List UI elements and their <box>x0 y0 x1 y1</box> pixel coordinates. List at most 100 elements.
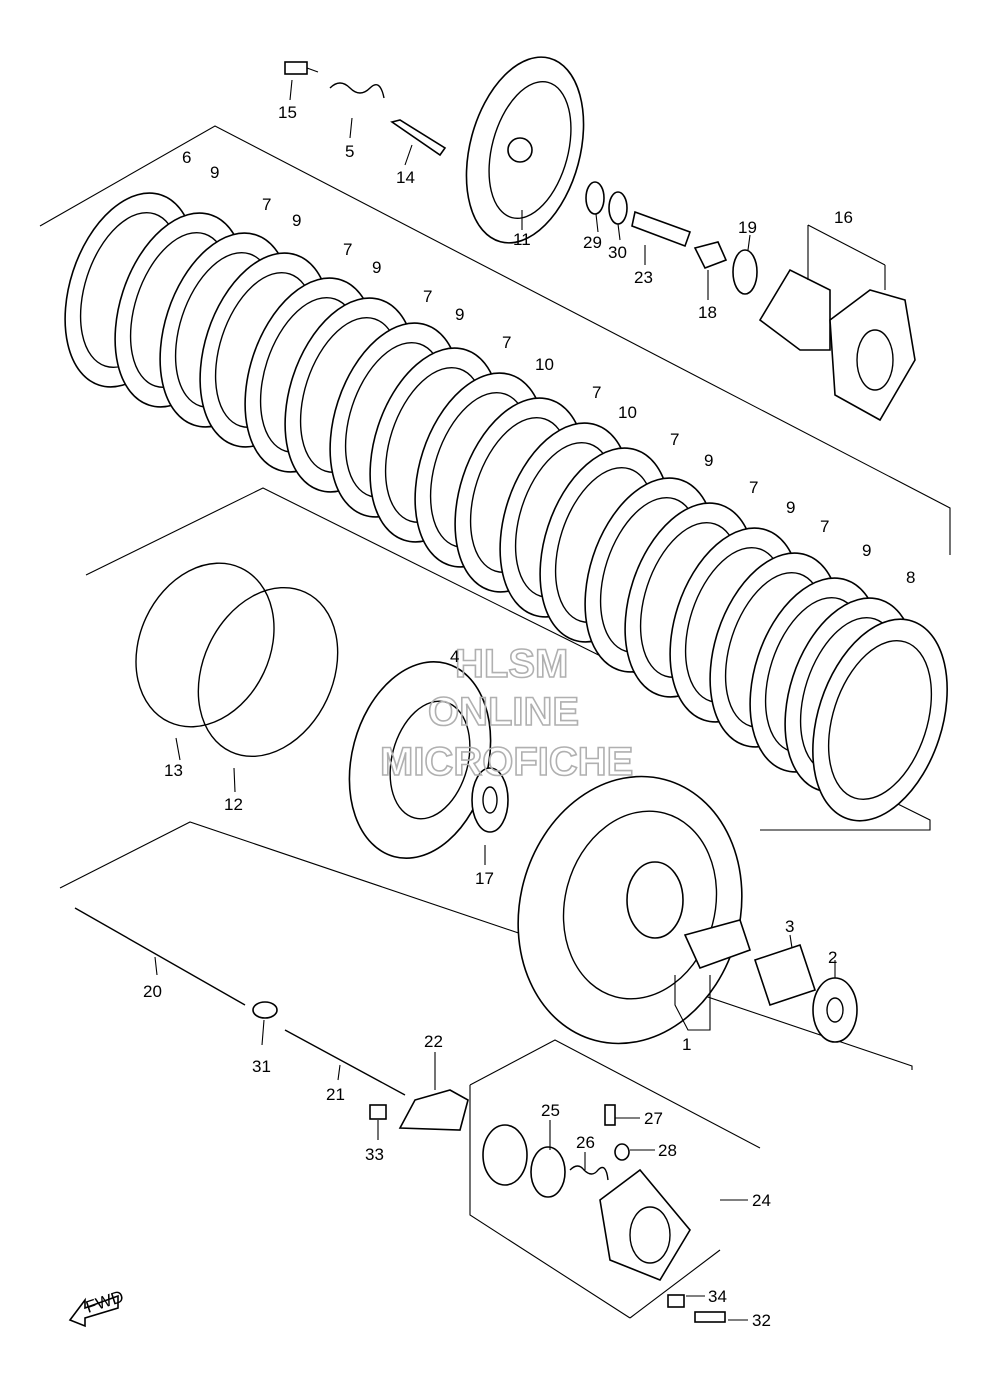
ring-12 <box>197 586 339 758</box>
sleeve-hub-inner <box>389 700 471 820</box>
label-16: 16 <box>834 208 853 227</box>
washer-17 <box>471 767 509 833</box>
shaft-23 <box>631 210 692 248</box>
label-7-e: 7 <box>592 383 601 402</box>
watermark-line1: HLSM <box>455 642 568 686</box>
needle-bearing-3 <box>753 943 817 1007</box>
label-6: 6 <box>182 148 191 167</box>
label-19: 19 <box>738 218 757 237</box>
bolt-33 <box>369 1104 387 1120</box>
release-group-frame <box>469 1039 761 1149</box>
label-29: 29 <box>583 233 602 252</box>
label-9-g: 9 <box>862 541 871 560</box>
bleeder-27 <box>604 1104 616 1126</box>
label-33: 33 <box>365 1145 384 1164</box>
bolt-15-shank <box>306 67 319 73</box>
label-26: 26 <box>576 1133 595 1152</box>
callout-labels: 15 5 14 6 9 7 9 7 9 7 9 7 10 7 10 7 9 7 … <box>143 103 915 1330</box>
label-21: 21 <box>326 1085 345 1104</box>
label-7-d: 7 <box>502 333 511 352</box>
label-23: 23 <box>634 268 653 287</box>
label-22: 22 <box>424 1032 443 1051</box>
label-34: 34 <box>708 1287 727 1306</box>
label-9-a: 9 <box>210 163 219 182</box>
hub-group-frame <box>59 821 913 1070</box>
label-8: 8 <box>906 568 915 587</box>
push-rod-20 <box>74 907 246 1006</box>
label-20: 20 <box>143 982 162 1001</box>
damper-assembly <box>758 268 916 422</box>
leader-lines <box>154 79 886 1321</box>
pin-34 <box>667 1294 685 1308</box>
label-7-c: 7 <box>423 287 432 306</box>
bolt-15-head <box>284 61 308 75</box>
label-9-e: 9 <box>704 451 713 470</box>
pressure-plate-boss <box>507 137 533 163</box>
cap-28 <box>614 1143 630 1161</box>
label-17: 17 <box>475 869 494 888</box>
plate-8 <box>812 618 948 822</box>
label-13: 13 <box>164 761 183 780</box>
plate-group-frame <box>39 125 951 555</box>
thrust-washer-2 <box>812 977 858 1043</box>
push-rod-21 <box>284 1029 406 1096</box>
bearing-release <box>482 1124 528 1186</box>
nut-18 <box>693 241 728 270</box>
label-7-f: 7 <box>670 430 679 449</box>
top-small-parts <box>284 61 758 295</box>
label-5: 5 <box>345 142 354 161</box>
label-18: 18 <box>698 303 717 322</box>
label-32: 32 <box>752 1311 771 1330</box>
primary-driven-gear <box>517 775 752 1045</box>
label-10-b: 10 <box>618 403 637 422</box>
forward-arrow: FWD <box>68 1287 126 1328</box>
release-cylinder-bore <box>629 1206 671 1264</box>
label-9-d: 9 <box>455 305 464 324</box>
label-27: 27 <box>644 1109 663 1128</box>
label-25: 25 <box>541 1101 560 1120</box>
pressure-plate <box>465 56 585 244</box>
label-11: 11 <box>513 230 531 249</box>
label-12: 12 <box>224 795 243 814</box>
spring-5 <box>329 82 385 99</box>
release-group-frame-left <box>469 1085 631 1319</box>
watermark: HLSM ONLINE MICROFICHE <box>379 641 634 785</box>
wire-rings <box>135 562 339 758</box>
clutch-plate-stack <box>64 192 948 822</box>
label-7-a: 7 <box>262 195 271 214</box>
washer-29 <box>585 181 605 215</box>
label-7-g: 7 <box>749 478 758 497</box>
label-7-b: 7 <box>343 240 352 259</box>
spring-26 <box>569 1165 609 1181</box>
watermark-line3: MICROFICHE <box>380 740 633 784</box>
plate-8-inner <box>827 639 933 801</box>
ring-13 <box>135 562 275 728</box>
label-15: 15 <box>278 103 297 122</box>
pin-14 <box>390 119 447 157</box>
label-10-a: 10 <box>535 355 554 374</box>
washer-19 <box>732 249 758 295</box>
gear-boss <box>626 861 684 939</box>
label-14: 14 <box>396 168 415 187</box>
label-4: 4 <box>450 647 459 666</box>
damper-plate <box>829 289 916 422</box>
label-2: 2 <box>828 948 837 967</box>
label-30: 30 <box>608 243 627 262</box>
label-9-b: 9 <box>292 211 301 230</box>
spacer <box>683 919 752 970</box>
forward-arrow-icon <box>68 1294 119 1328</box>
damper-bore <box>856 329 894 391</box>
label-3: 3 <box>785 917 794 936</box>
label-28: 28 <box>658 1141 677 1160</box>
release-cylinder-24 <box>599 1168 691 1281</box>
thrust-washer-2-hole <box>826 997 844 1023</box>
plate-group-frame-lower <box>85 487 931 831</box>
washer-31 <box>252 1001 278 1019</box>
label-9-f: 9 <box>786 498 795 517</box>
label-24: 24 <box>752 1191 771 1210</box>
washer-17-hole <box>482 786 498 814</box>
bearing-30 <box>608 191 628 225</box>
watermark-line2: ONLINE <box>428 690 579 734</box>
